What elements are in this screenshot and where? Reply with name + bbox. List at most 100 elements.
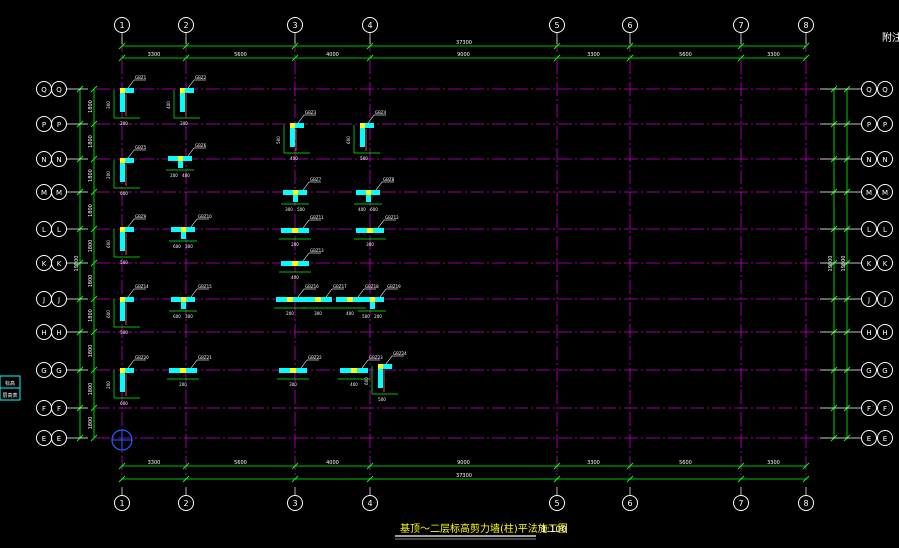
dim-tick xyxy=(626,54,634,62)
wall-tag: GBZ13 xyxy=(310,248,324,253)
wall-tag: GBZ15 xyxy=(198,284,212,289)
dim-tick xyxy=(366,54,374,62)
dim-tick xyxy=(737,54,745,62)
wall-tag: GBZ20 xyxy=(135,355,149,360)
side-box-line2: 层高表 xyxy=(2,392,17,399)
detail-dim-text: 200 xyxy=(286,311,294,316)
dim-tick xyxy=(626,42,634,50)
axis-label-row: J xyxy=(57,296,60,304)
detail-dim-text: 600 xyxy=(173,244,181,249)
dim-text-row: 1800 xyxy=(88,204,94,217)
axis-label-row: M xyxy=(882,189,888,197)
wall-flange-h xyxy=(120,88,134,93)
detail-dim-text: 500 xyxy=(360,156,368,161)
dim-tick xyxy=(737,475,745,483)
wall-tag: GBZ10 xyxy=(198,214,212,219)
wall-tag: GBZ18 xyxy=(365,284,379,289)
axis-label-row: J xyxy=(867,296,870,304)
drawing-title-block: 基顶～二层标高剪力墙(柱)平法施工图 1:100 xyxy=(395,522,568,540)
axis-label-row: K xyxy=(883,260,888,268)
axis-label-row: F xyxy=(57,405,61,413)
axis-bubble-row xyxy=(861,151,877,167)
wall-corner xyxy=(370,297,375,302)
dim-text-row: 1800 xyxy=(88,240,94,253)
detail-dim-text: 400 xyxy=(290,156,298,161)
wall-tag: GBZ5 xyxy=(135,145,147,150)
dim-tick xyxy=(118,475,126,483)
axis-label-col: 1 xyxy=(119,499,124,508)
tag-leader xyxy=(127,288,135,298)
axis-bubble-row xyxy=(877,116,893,132)
dim-text-bay: 5600 xyxy=(234,460,247,466)
detail-dim-text: 300 xyxy=(106,101,111,109)
axis-label-row: H xyxy=(41,329,46,337)
tag-leader xyxy=(297,288,305,298)
wall-corner xyxy=(120,368,125,373)
dim-text-bay: 5600 xyxy=(679,52,692,58)
dim-tick xyxy=(90,295,98,303)
wall-tag: GBZ8 xyxy=(383,177,395,182)
axis-bubble-row xyxy=(861,221,877,237)
detail-dim-text: 400 xyxy=(350,382,358,387)
tag-leader xyxy=(300,359,308,369)
dim-tick xyxy=(90,120,98,128)
axis-label-row: L xyxy=(867,226,871,234)
dim-tick xyxy=(182,462,190,470)
axis-label-col: 5 xyxy=(554,21,559,30)
dim-text-row: 1800 xyxy=(88,345,94,358)
wall-flange-h xyxy=(120,297,134,302)
dim-tick xyxy=(737,42,745,50)
axis-bubble-row xyxy=(51,221,67,237)
dim-text-row: 1800 xyxy=(88,169,94,182)
dim-tick xyxy=(182,42,190,50)
detail-dim-text: 400 xyxy=(291,275,299,280)
axis-label-row: G xyxy=(56,367,61,375)
wall-detail-I: 400 GBZ13 xyxy=(279,248,324,280)
wall-corner xyxy=(180,88,185,93)
axis-label-col: 5 xyxy=(554,499,559,508)
axis-bubble-row xyxy=(877,324,893,340)
dim-text-row: 1800 xyxy=(88,275,94,288)
detail-dim-text: 400 xyxy=(182,173,190,178)
dim-tick xyxy=(118,54,126,62)
axis-bubble-row xyxy=(861,291,877,307)
corner-note: 附注 xyxy=(882,31,899,44)
wall-corner xyxy=(120,297,125,302)
axis-label-row: K xyxy=(867,260,872,268)
axis-bubble-row xyxy=(51,324,67,340)
dim-tick xyxy=(737,462,745,470)
tag-leader xyxy=(385,355,393,365)
side-level-table[interactable]: 标高 层高表 xyxy=(0,375,21,401)
axis-bubble-row xyxy=(51,184,67,200)
axis-bubble-col xyxy=(114,17,130,33)
dim-tick xyxy=(553,462,561,470)
wall-corner xyxy=(120,227,125,232)
wall-tag: GBZ22 xyxy=(308,355,322,360)
axis-bubble-col xyxy=(178,495,194,511)
dim-tick xyxy=(553,42,561,50)
axis-label-row: H xyxy=(882,329,887,337)
axis-label-row: L xyxy=(883,226,887,234)
wall-tag: GBZ9 xyxy=(135,214,147,219)
wall-web xyxy=(181,229,186,239)
dim-tick xyxy=(802,462,810,470)
detail-dim-text: 200 xyxy=(120,121,128,126)
axis-label-col: 4 xyxy=(367,21,372,30)
tag-leader xyxy=(379,288,387,298)
wall-tag: GBZ17 xyxy=(333,284,347,289)
axis-label-row: N xyxy=(866,156,871,164)
axis-label-row: Q xyxy=(56,86,62,94)
axis-label-row: Q xyxy=(41,86,47,94)
axis-label-row: E xyxy=(883,435,887,443)
detail-dim-text: 200 xyxy=(106,381,111,389)
detail-dim-text: 500 xyxy=(276,136,281,144)
wall-flange-v xyxy=(120,90,125,112)
